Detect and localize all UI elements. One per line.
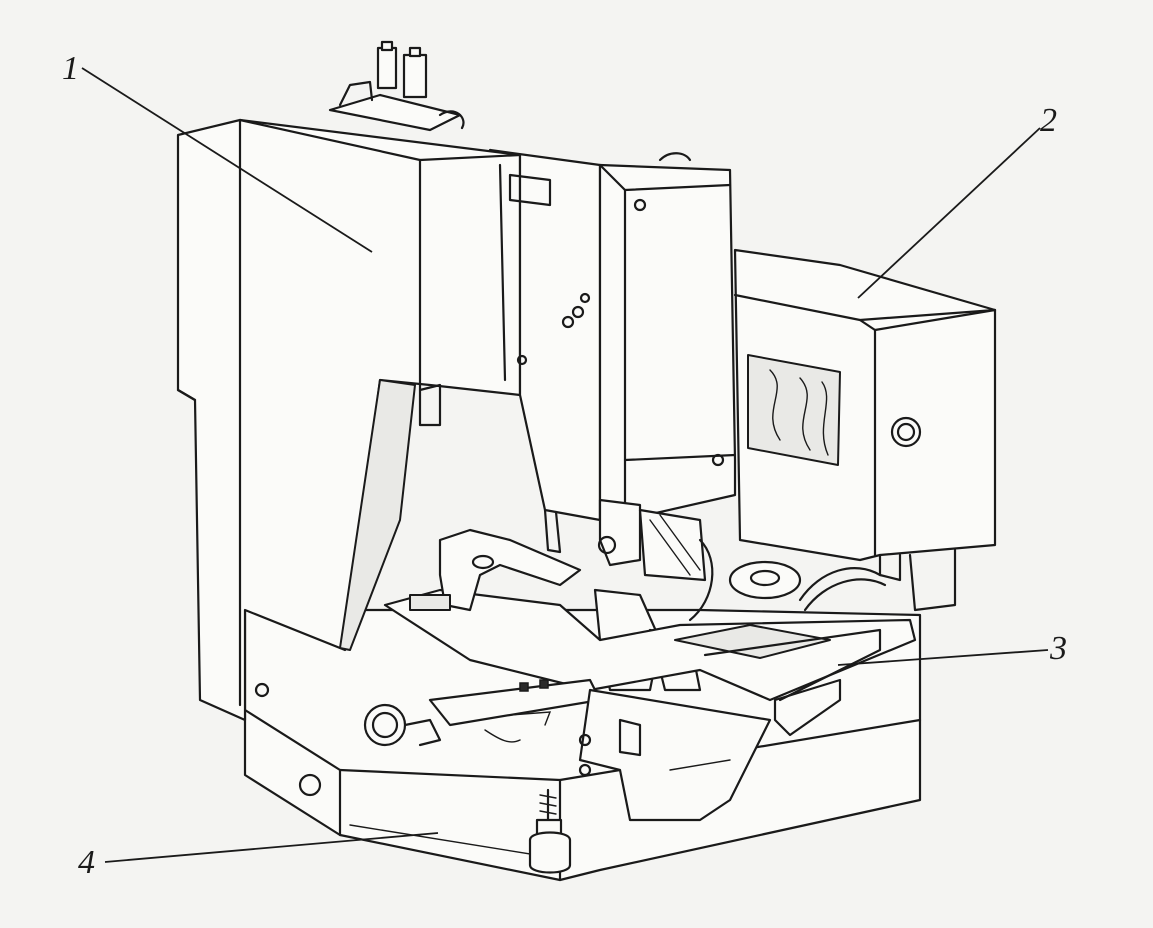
callout-2: 2	[1040, 102, 1057, 139]
leader-3	[837, 649, 1049, 666]
callout-4: 4	[78, 844, 95, 881]
leader-4	[104, 832, 439, 863]
control-box	[733, 248, 997, 612]
callout-3: 3	[1050, 630, 1067, 667]
adjust-knob	[363, 703, 442, 747]
head-column	[488, 148, 602, 554]
leader-lines	[81, 67, 1049, 863]
leveling-foot	[528, 788, 572, 874]
main-housing	[176, 118, 522, 797]
leader-2	[857, 127, 1041, 299]
bobbin-housing	[578, 688, 772, 822]
top-valves	[328, 40, 692, 162]
bobbin-wheel	[728, 560, 887, 612]
leader-1	[81, 67, 373, 253]
head-front-cover	[598, 163, 737, 522]
clamp-lever	[409, 528, 582, 612]
callout-1: 1	[62, 50, 79, 87]
